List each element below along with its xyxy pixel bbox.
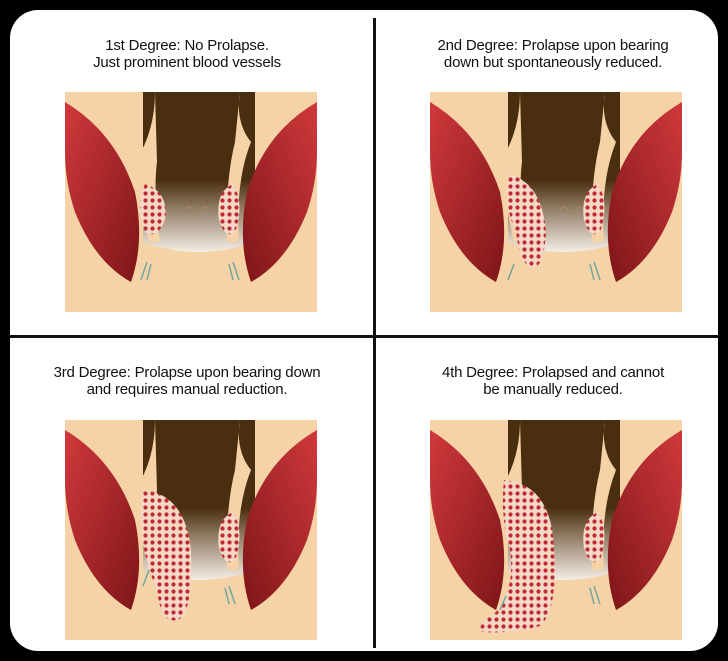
panel-4th-degree: 4th Degree: Prolapsed and cannot be manu… [376,338,718,651]
diagram-frame: 1st Degree: No Prolapse. Just prominent … [10,10,718,651]
illustration-2nd-degree [430,92,682,312]
illustration-3rd-degree [65,420,317,640]
panel-1st-degree: 1st Degree: No Prolapse. Just prominent … [10,10,364,330]
panel-2nd-degree: 2nd Degree: Prolapse upon bearing down b… [376,10,718,330]
panel-3rd-degree: 3rd Degree: Prolapse upon bearing down a… [10,338,364,651]
caption-3rd-degree: 3rd Degree: Prolapse upon bearing down a… [10,364,364,398]
caption-1st-degree: 1st Degree: No Prolapse. Just prominent … [10,37,364,71]
illustration-1st-degree [65,92,317,312]
illustration-4th-degree [430,420,682,640]
caption-4th-degree: 4th Degree: Prolapsed and cannot be manu… [376,364,718,398]
caption-2nd-degree: 2nd Degree: Prolapse upon bearing down b… [376,37,718,71]
